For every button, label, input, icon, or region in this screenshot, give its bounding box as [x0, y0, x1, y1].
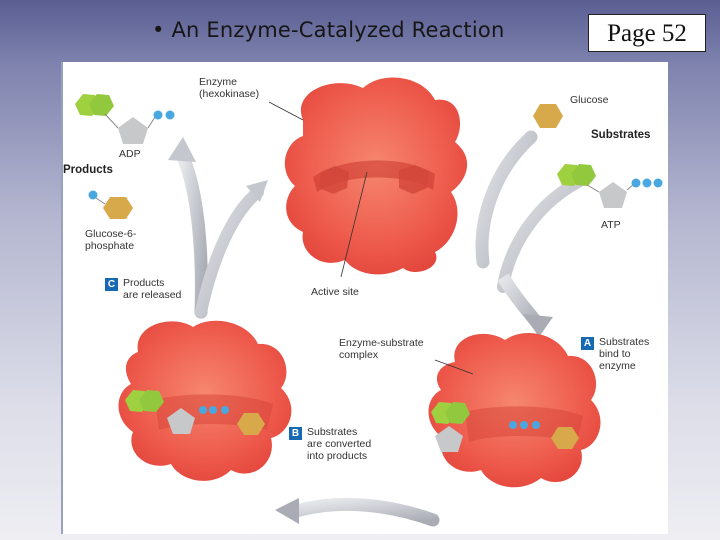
complex-bottom-right: [431, 402, 579, 452]
label-enzyme: Enzyme (hexokinase): [199, 76, 260, 100]
atp-molecule: [557, 164, 663, 208]
label-adp: ADP: [119, 148, 141, 160]
label-substrates: Substrates: [591, 129, 651, 141]
step-a: A Substrates bind to enzyme: [581, 336, 649, 372]
label-enzyme-substrate-complex: Enzyme-substrate complex: [339, 337, 424, 361]
label-glucose-6-phosphate: Glucose-6- phosphate: [85, 228, 137, 252]
arrow-bottom: [275, 497, 440, 527]
step-c-text: Products are released: [123, 277, 182, 301]
complex-bottom-left: [125, 390, 265, 435]
enzyme-reaction-figure: Enzyme (hexokinase) Glucose Substrates A…: [61, 62, 668, 534]
label-atp: ATP: [601, 219, 621, 231]
step-b: B Substrates are converted into products: [289, 426, 371, 462]
label-glucose: Glucose: [570, 94, 609, 106]
step-b-text: Substrates are converted into products: [307, 426, 372, 462]
step-a-text: Substrates bind to enzyme: [599, 336, 650, 372]
step-a-badge: A: [581, 337, 594, 350]
step-c: C Products are released: [105, 277, 181, 301]
adp-molecule: [75, 94, 175, 144]
slide-title: • An Enzyme-Catalyzed Reaction: [152, 18, 505, 42]
arrow-products-out: [168, 137, 268, 319]
step-c-badge: C: [105, 278, 118, 291]
label-products: Products: [63, 164, 113, 176]
enzyme-top: [284, 77, 468, 275]
label-active-site: Active site: [311, 286, 359, 298]
glucose-6-phosphate-molecule: [88, 190, 133, 219]
step-b-badge: B: [289, 427, 302, 440]
glucose-molecule: [533, 104, 563, 128]
leader-lines: [268, 101, 474, 375]
page-number: Page 52: [588, 14, 706, 52]
arrow-substrates-in: [475, 130, 594, 337]
figure-illustration: [75, 77, 663, 527]
